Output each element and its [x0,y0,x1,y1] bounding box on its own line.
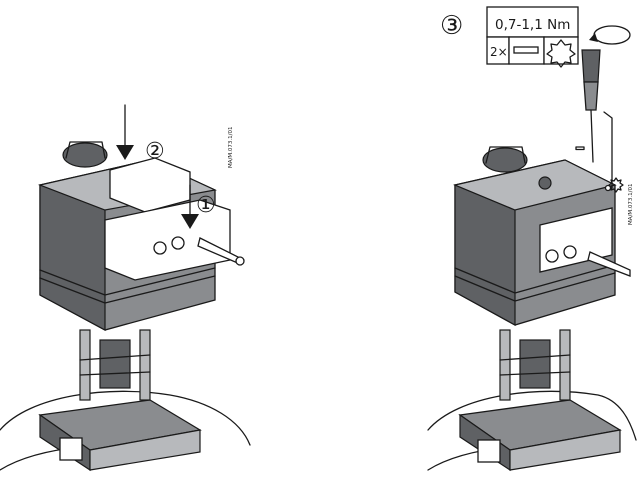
step-3-label: ③ [440,11,463,41]
torque-value: 0,7-1,1 Nm [495,17,570,33]
drawing-code-left: MA/M.073.1/01 [228,127,234,168]
clockwise-arrow-icon [589,25,631,45]
flat-screwdriver-bit-icon [513,46,539,54]
bit-count: 2× [490,45,508,59]
torx-bit-marker [608,177,624,193]
left-actuator-assembly [0,104,251,472]
drawing-code-right: MA/M.073.1/01 [628,184,634,225]
torque-spec-box: 0,7-1,1 Nm 2× [486,6,579,68]
torx-bit-icon [546,39,576,68]
step-1-label: ① [196,193,216,218]
flat-bit-marker [575,146,585,151]
step-2-label: ② [145,139,165,164]
right-actuator-assembly [427,49,637,472]
